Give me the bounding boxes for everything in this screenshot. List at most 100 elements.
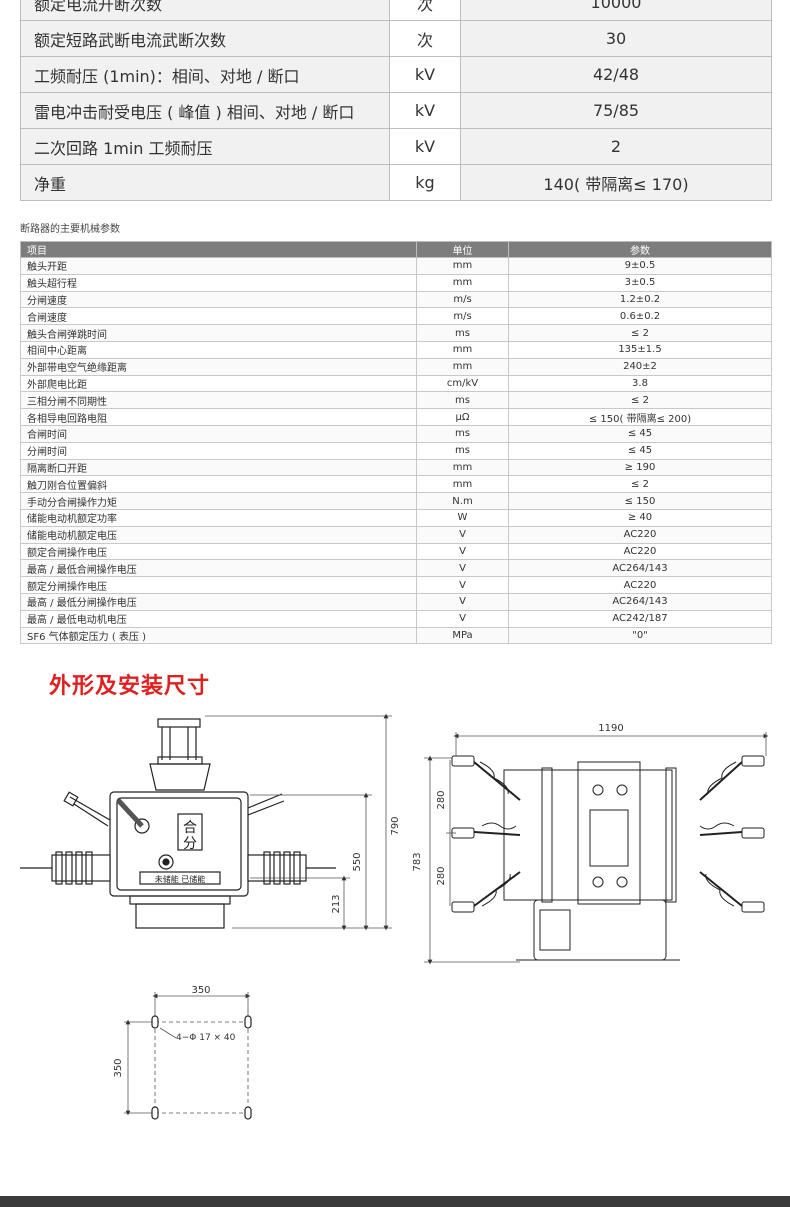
param-unit: kg bbox=[389, 164, 461, 201]
mounting-hole-drawing bbox=[124, 992, 251, 1116]
param-name: 额定合闸操作电压 bbox=[20, 542, 417, 561]
front-view-drawing: 合 分 未储能 已储能 bbox=[20, 718, 336, 929]
param-name: 净重 bbox=[20, 164, 390, 201]
spring-status-label: 未储能 已储能 bbox=[155, 874, 206, 884]
param-unit: 次 bbox=[389, 20, 461, 57]
param-unit: V bbox=[416, 609, 509, 628]
header-value: 参数 bbox=[508, 241, 772, 258]
param-value: ≤ 45 bbox=[508, 441, 772, 460]
param-value: "0" bbox=[508, 626, 772, 645]
header-unit: 单位 bbox=[416, 241, 509, 258]
param-value: ≤ 2 bbox=[508, 391, 772, 410]
param-name: 相间中心距离 bbox=[20, 340, 417, 359]
param-unit: kV bbox=[389, 92, 461, 129]
param-unit: ms bbox=[416, 391, 509, 410]
param-value: 240±2 bbox=[508, 357, 772, 376]
param-name: 外部带电空气绝缘距离 bbox=[20, 357, 417, 376]
param-name: 分闸速度 bbox=[20, 290, 417, 309]
param-name: 最高 / 最低电动机电压 bbox=[20, 609, 417, 628]
open-indicator: 分 bbox=[183, 836, 197, 852]
param-unit: μΩ bbox=[416, 408, 509, 426]
param-value: ≤ 45 bbox=[508, 424, 772, 443]
section-title: 外形及安装尺寸 bbox=[49, 674, 211, 699]
mechanical-table-caption: 断路器的主要机械参数 bbox=[20, 224, 120, 235]
param-unit: kV bbox=[389, 128, 461, 165]
param-name: 触头合闸弹跳时间 bbox=[20, 324, 417, 342]
param-unit: mm bbox=[416, 257, 509, 275]
param-unit: 次 bbox=[389, 0, 461, 21]
param-name: 储能电动机额定电压 bbox=[20, 525, 417, 544]
param-unit: mm bbox=[416, 340, 509, 359]
param-name: 手动分合闸操作力矩 bbox=[20, 492, 417, 510]
dimension-213: 213 bbox=[331, 894, 342, 913]
param-unit: m/s bbox=[416, 307, 509, 326]
param-value: 2 bbox=[460, 128, 772, 165]
param-name: 最高 / 最低分闸操作电压 bbox=[20, 592, 417, 611]
param-unit: m/s bbox=[416, 290, 509, 309]
param-value: AC242/187 bbox=[508, 609, 772, 628]
param-name: 三相分闸不同期性 bbox=[20, 391, 417, 410]
param-name: 触头开距 bbox=[20, 257, 417, 275]
param-name: 最高 / 最低合闸操作电压 bbox=[20, 559, 417, 578]
dimension-280-top: 280 bbox=[436, 790, 447, 809]
param-name: 分闸时间 bbox=[20, 441, 417, 460]
param-value: 10000 bbox=[460, 0, 772, 21]
param-name: 储能电动机额定功率 bbox=[20, 508, 417, 527]
param-unit: mm bbox=[416, 475, 509, 494]
param-value: ≥ 40 bbox=[508, 508, 772, 527]
param-name: 隔离断口开距 bbox=[20, 458, 417, 477]
dimension-790: 790 bbox=[390, 816, 401, 835]
param-name: SF6 气体额定压力 ( 表压 ) bbox=[20, 626, 417, 645]
param-value: ≤ 150( 带隔离≤ 200) bbox=[508, 408, 772, 426]
param-unit: ms bbox=[416, 324, 509, 342]
param-value: AC220 bbox=[508, 542, 772, 561]
param-name: 各相导电回路电阻 bbox=[20, 408, 417, 426]
param-value: 1.2±0.2 bbox=[508, 290, 772, 309]
param-value: 135±1.5 bbox=[508, 340, 772, 359]
param-name: 触刀刚合位置偏斜 bbox=[20, 475, 417, 494]
param-unit: ms bbox=[416, 441, 509, 460]
dimension-1190: 1190 bbox=[598, 723, 623, 734]
param-name: 额定分闸操作电压 bbox=[20, 576, 417, 594]
param-unit: mm bbox=[416, 458, 509, 477]
param-value: 3±0.5 bbox=[508, 273, 772, 292]
front-dimension-lines bbox=[205, 713, 392, 931]
param-value: 3.8 bbox=[508, 374, 772, 393]
param-value: AC264/143 bbox=[508, 592, 772, 611]
param-value: 42/48 bbox=[460, 56, 772, 93]
param-name: 额定电流开断次数 bbox=[20, 0, 390, 21]
param-value: AC220 bbox=[508, 576, 772, 594]
param-name: 合闸时间 bbox=[20, 424, 417, 443]
dimension-783: 783 bbox=[412, 852, 423, 871]
param-unit: N.m bbox=[416, 492, 509, 510]
dimension-550: 550 bbox=[352, 852, 363, 871]
param-name: 外部爬电比距 bbox=[20, 374, 417, 393]
param-unit: V bbox=[416, 576, 509, 594]
param-value: ≤ 150 bbox=[508, 492, 772, 510]
table-row: SF6 气体额定压力 ( 表压 )MPa"0" bbox=[20, 626, 772, 645]
param-unit: V bbox=[416, 525, 509, 544]
param-unit: W bbox=[416, 508, 509, 527]
param-name: 工频耐压 (1min)：相间、对地 / 断口 bbox=[20, 56, 390, 93]
param-value: 0.6±0.2 bbox=[508, 307, 772, 326]
